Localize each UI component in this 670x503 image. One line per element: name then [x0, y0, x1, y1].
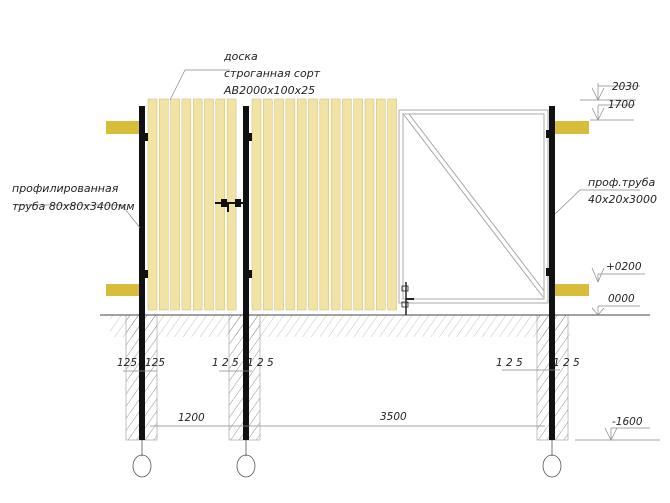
- gate-board: [376, 98, 386, 311]
- gate-board: [274, 98, 284, 311]
- post-label-line1: профилированная: [12, 182, 119, 195]
- post-3: [549, 106, 555, 440]
- rails: [106, 121, 589, 296]
- gate-board: [251, 98, 262, 311]
- board-label-line1: доска: [223, 50, 258, 63]
- gate-board: [296, 98, 307, 311]
- rail-right-top: [555, 121, 589, 134]
- foundations: [125, 314, 569, 441]
- wicket-board: [147, 98, 158, 311]
- post-2: [243, 106, 249, 440]
- gate-board: [364, 98, 375, 311]
- wicket-latch: [215, 199, 243, 212]
- dim-post2-left: 1 2 5: [212, 357, 239, 369]
- gate-board: [387, 98, 397, 311]
- post-1: [139, 106, 145, 440]
- elevation-0000: 0000: [608, 293, 635, 305]
- wicket-board: [159, 98, 169, 311]
- gate-board: [319, 98, 330, 311]
- wicket-board: [192, 98, 203, 311]
- dim-post2-right: 1 2 5: [247, 357, 274, 369]
- elevation-minus-1600: -1600: [612, 416, 643, 428]
- rail-left-bottom: [106, 284, 139, 296]
- gate-frame: [398, 109, 549, 304]
- gate-board: [342, 98, 352, 311]
- wicket-board: [181, 98, 192, 311]
- dim-post3-right: 1 2 5: [553, 357, 580, 369]
- rail-left-top: [106, 121, 139, 134]
- rail-right-bottom: [555, 284, 589, 296]
- posts: [139, 106, 555, 440]
- dim-post1-left: 125: [117, 357, 137, 369]
- frame-label-line2: 40х20х3000: [588, 193, 657, 206]
- dim-post3-left: 1 2 5: [496, 357, 523, 369]
- wicket-board: [204, 98, 214, 311]
- elevation-1700: 1700: [608, 99, 635, 111]
- elevation-2030: 2030: [612, 81, 639, 93]
- gate-board: [353, 98, 363, 311]
- gate-board: [308, 98, 318, 311]
- dim-span-right: 3500: [380, 411, 407, 423]
- dimension-lines: [15, 69, 660, 441]
- ground-hatch: [110, 315, 550, 337]
- dim-post1-right: 125: [145, 357, 165, 369]
- dim-span-left: 1200: [178, 412, 205, 424]
- board-label-line3: АВ2000х100х25: [223, 84, 315, 97]
- board-label-line2: строганная сорт: [224, 67, 321, 80]
- gate-latch: [401, 282, 414, 315]
- elevation-0200: +0200: [606, 261, 642, 273]
- gate-board: [285, 98, 296, 311]
- gate-board: [263, 98, 273, 311]
- wicket-board: [170, 98, 180, 311]
- gate-board: [330, 98, 341, 311]
- pile-markers: [132, 440, 562, 478]
- fence-boards: [147, 98, 397, 311]
- frame-label-line1: проф.труба: [588, 176, 655, 189]
- post-label-line2: труба 80х80х3400мм: [12, 200, 135, 213]
